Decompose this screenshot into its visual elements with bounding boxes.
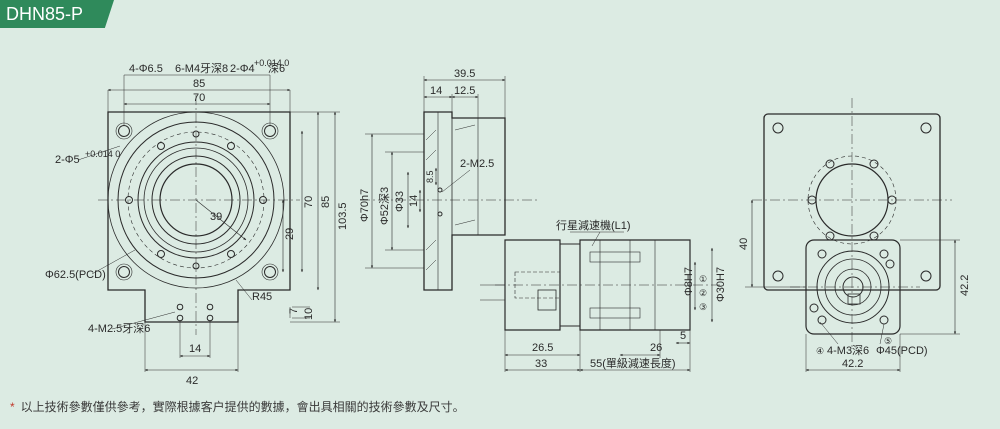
front-dim-85-right: 85 — [320, 196, 332, 208]
side-marker-1: ① — [699, 274, 707, 284]
front-mount-hole — [118, 266, 130, 278]
rear-marker-5: ⑤ — [884, 336, 892, 346]
side-dim-phi30h7: Φ30H7 — [715, 267, 727, 302]
rear-callout-m3: 4-M3深6 — [827, 344, 869, 357]
front-dim-7: 7 — [288, 308, 300, 314]
front-dim-70-right: 70 — [303, 196, 315, 208]
front-callout-m25: 4-M2.5牙深6 — [88, 322, 150, 335]
side-dim-26: 26 — [650, 342, 662, 354]
side-dim-12-5: 12.5 — [454, 85, 475, 97]
side-marker-3: ③ — [699, 302, 707, 312]
rear-view — [745, 98, 960, 372]
side-label-reducer: 行星減速機(L1) — [556, 218, 631, 232]
rear-dim-42-2-vert: 42.2 — [959, 275, 971, 296]
side-dim-14-vert: 14 — [408, 195, 420, 207]
side-dim-phi70h7: Φ70h7 — [359, 189, 371, 222]
side-dim-33: 33 — [535, 358, 547, 370]
drawing-title: DHN85-P — [0, 0, 114, 28]
front-dim-29: 29 — [284, 228, 296, 240]
front-dim-39: 39 — [210, 211, 222, 223]
side-view-labels: 39.5 14 12.5 2-M2.5 Φ70h7 Φ52深3 Φ33 14 8… — [359, 68, 727, 370]
side-dim-26-5: 26.5 — [532, 342, 553, 354]
front-dim-14: 14 — [189, 343, 201, 355]
side-dim-55: 55(單級減速長度) — [590, 356, 676, 370]
front-dim-103-5: 103.5 — [337, 202, 349, 230]
rear-dim-42-2-horiz: 42.2 — [842, 358, 863, 370]
front-callout-pin5-tol: +0.014 0 — [85, 149, 120, 159]
footnote-star: * — [10, 400, 15, 414]
front-dim-r45: R45 — [252, 291, 272, 303]
rear-dim-40: 40 — [738, 238, 750, 250]
footnote: * 以上技術參數僅供參考，實際根據客户提供的數據，會出具相關的技術參數及尺寸。 — [10, 398, 465, 415]
side-dim-14: 14 — [430, 85, 442, 97]
front-callout-m4: 6-M4牙深8 — [175, 62, 228, 75]
front-dim-85-top: 85 — [193, 78, 205, 90]
front-dim-70-top: 70 — [193, 92, 205, 104]
front-dim-42: 42 — [186, 375, 198, 387]
side-dim-phi8h7: Φ8H7 — [683, 267, 695, 296]
side-marker-2: ② — [699, 288, 707, 298]
front-mount-hole — [118, 125, 130, 137]
front-view-labels: 4-Φ6.5 6-M4牙深8 2-Φ4 +0.014 0 深6 85 70 2-… — [45, 58, 349, 387]
front-callout-pin4-depth: 深6 — [268, 62, 285, 75]
front-callout-holes-65: 4-Φ6.5 — [129, 63, 163, 75]
front-dim-10: 10 — [303, 308, 315, 320]
side-dim-8-5: 8.5 — [425, 170, 435, 183]
side-dim-phi33: Φ33 — [394, 191, 406, 212]
rear-view-labels: 40 42.2 ④ 4-M3深6 ⑤ Φ45(PCD) 42.2 — [738, 238, 971, 370]
front-callout-pin4-tol: +0.014 0 — [254, 58, 289, 68]
side-view — [360, 76, 720, 372]
front-callout-pin5: 2-Φ5 — [55, 154, 80, 166]
front-mount-hole — [264, 266, 276, 278]
side-dim-phi52: Φ52深3 — [378, 187, 391, 225]
rear-pcd-label: Φ45(PCD) — [876, 345, 928, 357]
front-pcd-label: Φ62.5(PCD) — [45, 269, 106, 281]
rear-housing — [763, 113, 941, 291]
side-flange — [423, 111, 506, 291]
side-callout-m25: 2-M2.5 — [460, 158, 494, 170]
side-dim-5: 5 — [680, 330, 686, 342]
front-callout-pin4: 2-Φ4 — [230, 63, 255, 75]
rear-marker-4: ④ — [816, 346, 824, 356]
footnote-text: 以上技術參數僅供參考，實際根據客户提供的數據，會出具相關的技術參數及尺寸。 — [20, 400, 465, 414]
side-dim-39-5: 39.5 — [454, 68, 475, 80]
front-view — [77, 74, 340, 372]
front-mount-hole — [264, 125, 276, 137]
